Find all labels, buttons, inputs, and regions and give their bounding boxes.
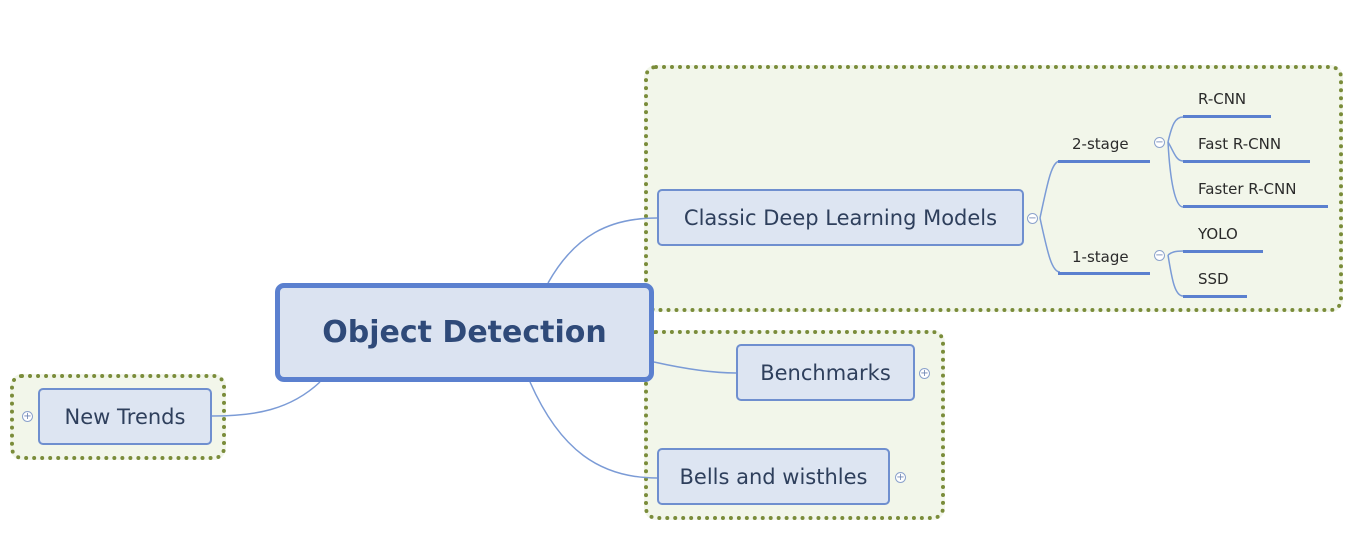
connector-2stage-rcnn bbox=[1167, 116, 1184, 143]
classic-models-boundary bbox=[644, 65, 1343, 312]
topic-bells-and-whistles[interactable]: Bells and wisthles bbox=[657, 448, 890, 505]
connector-2stage-fastrcnn bbox=[1167, 141, 1184, 162]
connector-classic-2stage bbox=[1039, 160, 1061, 219]
topic-bells-label: Bells and wisthles bbox=[679, 464, 868, 489]
connector-classic-1stage bbox=[1039, 217, 1061, 273]
connector-2stage-fasterrcnn bbox=[1167, 141, 1184, 208]
topic-benchmarks[interactable]: Benchmarks bbox=[736, 344, 915, 401]
subtopic-1-stage[interactable]: 1-stage bbox=[1072, 248, 1129, 266]
leaf-ssd-underline bbox=[1183, 295, 1247, 298]
collapse-classic-toggle-icon[interactable]: − bbox=[1027, 213, 1038, 224]
leaf-r-cnn-underline bbox=[1183, 115, 1271, 118]
central-topic[interactable]: Object Detection bbox=[275, 283, 654, 382]
connector-central-benchmarks bbox=[653, 361, 737, 374]
topic-classic-deep-learning-models[interactable]: Classic Deep Learning Models bbox=[657, 189, 1024, 246]
subtopic-1-stage-underline bbox=[1058, 272, 1150, 275]
topic-new-trends-label: New Trends bbox=[64, 404, 186, 429]
central-topic-label: Object Detection bbox=[322, 315, 607, 350]
collapse-2-stage-toggle-icon[interactable]: − bbox=[1154, 137, 1165, 148]
connector-central-classic bbox=[547, 217, 658, 284]
leaf-yolo[interactable]: YOLO bbox=[1198, 225, 1238, 243]
leaf-r-cnn[interactable]: R-CNN bbox=[1198, 90, 1247, 108]
leaf-fast-r-cnn[interactable]: Fast R-CNN bbox=[1198, 135, 1282, 153]
connector-1stage-ssd bbox=[1167, 254, 1184, 297]
expand-benchmarks-toggle-icon[interactable]: + bbox=[919, 368, 930, 379]
leaf-faster-r-cnn-underline bbox=[1183, 205, 1328, 208]
collapse-1-stage-toggle-icon[interactable]: − bbox=[1154, 250, 1165, 261]
leaf-yolo-underline bbox=[1183, 250, 1263, 253]
topic-classic-label: Classic Deep Learning Models bbox=[683, 205, 998, 230]
topic-benchmarks-label: Benchmarks bbox=[760, 360, 891, 385]
leaf-fast-r-cnn-underline bbox=[1183, 160, 1310, 163]
topic-new-trends[interactable]: New Trends bbox=[38, 388, 212, 445]
leaf-ssd[interactable]: SSD bbox=[1198, 270, 1229, 288]
subtopic-2-stage[interactable]: 2-stage bbox=[1072, 135, 1129, 153]
leaf-faster-r-cnn[interactable]: Faster R-CNN bbox=[1198, 180, 1297, 198]
expand-new-trends-toggle-icon[interactable]: + bbox=[22, 411, 33, 422]
expand-bells-toggle-icon[interactable]: + bbox=[895, 472, 906, 483]
connector-1stage-yolo bbox=[1167, 250, 1184, 256]
connector-central-newtrends bbox=[211, 381, 321, 417]
subtopic-2-stage-underline bbox=[1058, 160, 1150, 163]
connector-central-bells bbox=[529, 381, 658, 479]
